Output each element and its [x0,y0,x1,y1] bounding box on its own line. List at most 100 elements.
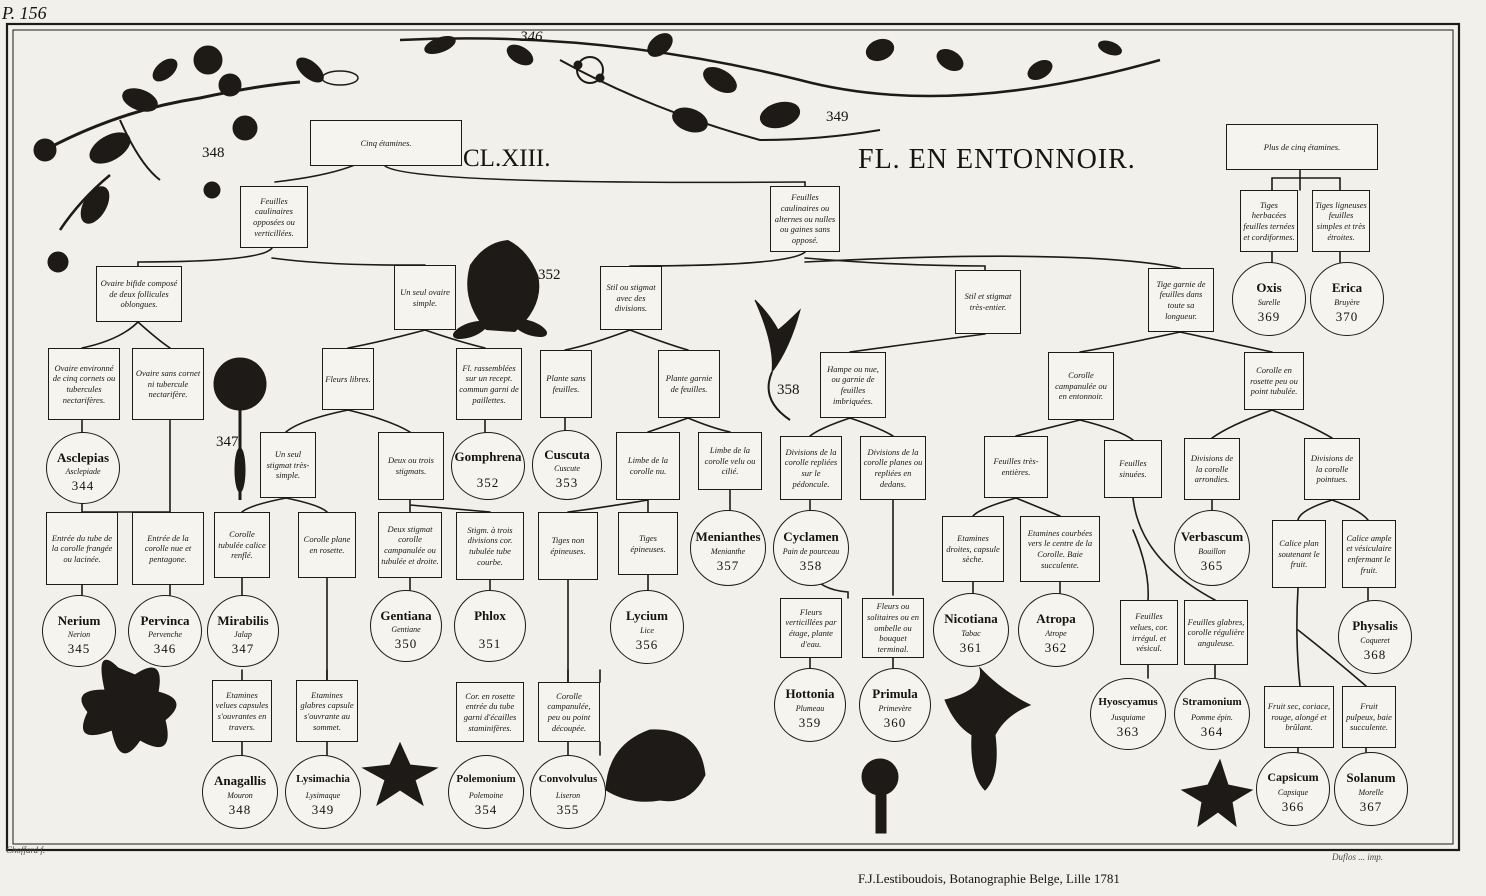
plate-frame [5,22,1461,852]
key-box: Feuilles glabres, corolle régulière angu… [1184,600,1248,665]
genus-number: 359 [798,715,822,731]
key-box: Divisions de la corolle repliées sur le … [780,436,842,500]
key-box: Fleurs ou solitaires ou en ombelle ou bo… [862,598,924,658]
genus-circle: Physalis Coqueret 368 [1338,600,1412,674]
genus-circle: Pervinca Pervenche 346 [128,595,202,667]
genus-name: Polemonium [456,773,516,786]
key-box: Ovaire bifide composé de deux follicules… [96,266,182,322]
genus-circle: Cyclamen Pain de pourceau 358 [773,510,849,586]
key-box: Calice ample et vésiculaire enfermant le… [1342,520,1396,588]
genus-vernacular: Capsique [1277,788,1309,798]
genus-circle: Anagallis Mouron 348 [202,755,278,829]
key-box: Corolle campanulée, peu ou point découpé… [538,682,600,742]
genus-name: Primula [872,686,918,702]
genus-number: 346 [153,640,177,656]
plate-number: 348 [202,145,225,161]
genus-name: Verbascum [1180,528,1244,544]
key-box: Feuilles velues, cor. irrégul. et vésicu… [1120,600,1178,665]
key-box: Feuilles très-entières. [984,436,1048,498]
key-box: Corolle campanulée ou en entonnoir. [1048,352,1114,420]
key-box: Stil ou stigmat avec des divisions. [600,266,662,330]
genus-name: Gentiana [380,607,432,623]
genus-vernacular: Plumeau [795,704,825,714]
genus-circle: Mirabilis Jalap 347 [207,595,279,667]
key-box: Fleurs libres. [322,348,374,410]
genus-number: 353 [555,474,579,490]
genus-name: Lycium [626,608,668,624]
key-box: Tiges herbacées feuilles ternées et cord… [1240,190,1298,252]
key-box: Limbe de la corolle nu. [616,432,680,500]
genus-name: Hyoscyamus [1098,695,1158,708]
genus-circle: Menianthes Menianthe 357 [690,510,766,586]
genus-vernacular: Surelle [1257,298,1281,308]
key-box: Stigm. à trois divisions cor. tubulée tu… [456,512,524,580]
key-box: Corolle plane en rosette. [298,512,356,578]
engraver-right: Duflos ... imp. [1332,852,1384,862]
genus-name: Capsicum [1267,770,1319,785]
genus-name: Nerium [57,612,101,628]
genus-vernacular: Lysimaque [305,791,341,801]
genus-name: Atropa [1036,611,1076,627]
genus-name: Anagallis [213,773,266,789]
genus-vernacular: Coqueret [1360,636,1390,646]
genus-vernacular: Mouron [227,791,253,801]
key-box: Etamines glabres capsule s'ouvrante au s… [296,680,358,742]
genus-circle: Solanum Morelle 367 [1334,752,1408,826]
key-box: Calice plan soutenant le fruit. [1272,520,1326,588]
genus-name: Physalis [1352,618,1398,634]
key-box: Feuilles sinuées. [1104,440,1162,498]
genus-name: Cyclamen [783,528,839,544]
genus-number: 349 [311,802,335,818]
genus-number: 351 [478,635,502,651]
genus-circle: Oxis Surelle 369 [1232,262,1306,336]
key-box: Stil et stigmat très-entier. [955,270,1021,334]
genus-name: Cuscuta [544,447,590,463]
genus-vernacular: Pervenche [148,630,182,640]
genus-vernacular: Jalap [234,630,252,640]
key-box: Corolle tubulée calice renflé. [214,512,270,578]
key-box: Cor. en rosette entrée du tube garni d'é… [456,682,524,742]
plate-number: 358 [777,382,800,398]
key-box: Fruit pulpeux, baie succulente. [1342,686,1396,748]
genus-number: 348 [228,802,252,818]
key-box: Divisions de la corolle arrondies. [1184,438,1240,500]
genus-circle: Stramonium Pomme épin. 364 [1174,678,1250,750]
genus-circle: Lycium Lice 356 [610,590,684,664]
genus-circle: Hyoscyamus Jusquiame 363 [1090,678,1166,750]
genus-number: 360 [883,715,907,731]
genus-vernacular: Atrope [1045,629,1067,639]
key-box: Divisions de la corolle planes ou replié… [860,436,926,500]
key-box: Deux ou trois stigmats. [378,432,444,500]
genus-vernacular: Bouillon [1198,547,1226,557]
genus-vernacular: Pain de pourceau [782,547,840,557]
genus-name: Nicotiana [944,611,998,627]
genus-name: Stramonium [1182,695,1242,708]
genus-circle: Phlox 351 [454,590,526,662]
key-box: Etamines velues capsules s'ouvrantes en … [212,680,272,742]
page-number: P. 156 [2,3,47,23]
genus-vernacular: Jusquiame [1110,713,1146,723]
genus-name: Asclepias [57,449,109,465]
genus-number: 361 [959,640,983,656]
genus-name: Mirabilis [217,612,269,628]
genus-name: Gomphrena [454,448,522,464]
genus-circle: Hottonia Plumeau 359 [774,668,846,742]
genus-vernacular: Gentiane [391,625,421,635]
genus-vernacular: Morelle [1358,788,1384,798]
genus-number: 362 [1044,640,1068,656]
source-caption: F.J.Lestiboudois, Botanographie Belge, L… [858,871,1120,886]
key-box: Ovaire sans cornet ni tubercule nectarif… [132,348,204,420]
genus-number: 369 [1257,309,1281,325]
genus-number: 363 [1116,723,1140,739]
genus-number: 366 [1281,799,1305,815]
botanical-illustration-top-vine [399,33,1161,142]
genus-number: 352 [476,475,500,491]
key-box: Tiges épineuses. [618,512,678,575]
genus-number: 370 [1335,309,1359,325]
key-box: Plus de cinq étamines. [1226,124,1378,170]
genus-number: 354 [474,802,498,818]
genus-circle: Asclepias Asclepiade 344 [46,432,120,504]
genus-name: Menianthes [695,528,761,544]
key-box: Cinq étamines. [310,120,462,166]
